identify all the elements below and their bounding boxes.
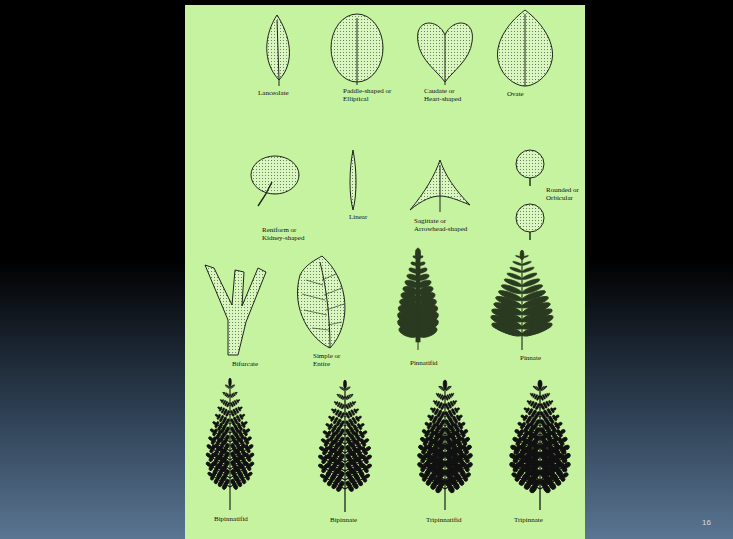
leaf-label: Lanceolate xyxy=(258,89,289,97)
leaf-label: Paddle-shaped or Elliptical xyxy=(343,87,399,103)
leaf-label: Reniform or Kidney-shaped xyxy=(262,226,310,242)
leaf-label: Bifurcate xyxy=(232,360,258,368)
leaf-label: Sagittate or Arrowhead-shaped xyxy=(414,217,470,233)
leaf-label: Bipinnatifid xyxy=(214,515,248,523)
leaf-label: Bipinnate xyxy=(330,516,357,524)
leaf-label: Pinnatifid xyxy=(410,359,438,367)
leaf-label: Linear xyxy=(349,213,367,221)
leaf-label: Tripinnate xyxy=(514,516,543,524)
page-number: 16 xyxy=(702,518,711,527)
leaf-label: Simple or Entire xyxy=(313,352,345,368)
leaf-label: Rounded or Orbicular xyxy=(546,186,582,202)
leaf-label: Pinnate xyxy=(520,354,541,362)
leaf-label: Caudate or Heart-shaped xyxy=(424,87,468,103)
leaf-label: Ovate xyxy=(507,90,524,98)
chart-panel xyxy=(185,5,585,539)
leaf-label: Tripinnatifid xyxy=(426,516,462,524)
